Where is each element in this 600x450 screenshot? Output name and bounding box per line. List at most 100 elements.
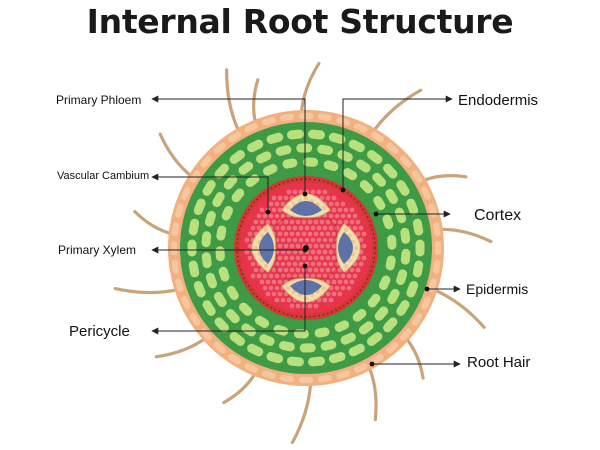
cortex-cell — [406, 280, 419, 298]
xylem-cell — [322, 249, 328, 255]
xylem-cell — [274, 225, 280, 231]
cortex-cell — [201, 231, 212, 248]
cambium-cell — [285, 285, 291, 291]
cortex-cell — [286, 129, 304, 140]
cortex-cell — [256, 151, 272, 164]
xylem-cell — [328, 225, 334, 231]
xylem-cell — [349, 279, 355, 285]
label-epidermis: Epidermis — [466, 281, 529, 297]
xylem-cell — [307, 267, 313, 273]
epidermis-cell — [170, 241, 178, 255]
xylem-cell — [271, 267, 277, 273]
epidermis-cell — [370, 131, 384, 143]
epidermis-cell — [386, 341, 399, 354]
vascular-bundle — [335, 223, 361, 273]
xylem-cell — [322, 213, 328, 219]
xylem-cell — [319, 255, 325, 261]
cortex-cell — [273, 324, 289, 336]
cortex-cell — [214, 317, 229, 333]
xylem-cell — [325, 291, 331, 297]
cortex-cell — [367, 293, 381, 308]
xylem-cell — [277, 207, 283, 213]
xylem-cell — [328, 261, 334, 267]
epidermis-cell — [244, 123, 258, 133]
xylem-cell — [340, 201, 346, 207]
xylem-cell — [295, 267, 301, 273]
xylem-cell — [310, 273, 316, 279]
xylem-cell — [259, 207, 265, 213]
xylem-cell — [289, 219, 295, 225]
xylem-cell — [280, 273, 286, 279]
xylem-cell — [325, 195, 331, 201]
epidermis-cell — [189, 312, 201, 326]
cortex-cell — [238, 302, 253, 316]
cortex-cell — [193, 198, 206, 216]
xylem-cell — [358, 225, 364, 231]
xylem-cell — [319, 231, 325, 237]
xylem-cell — [313, 267, 319, 273]
xylem-cell — [301, 231, 307, 237]
xylem-cell — [280, 261, 286, 267]
cortex-cell — [259, 334, 275, 346]
xylem-cell — [358, 237, 364, 243]
xylem-cell — [289, 267, 295, 273]
xylem-cell — [250, 225, 256, 231]
root-hair — [113, 286, 181, 295]
xylem-cell — [316, 237, 322, 243]
xylem-cell — [334, 225, 340, 231]
cortex-cell — [221, 205, 234, 221]
root-hair — [367, 364, 378, 422]
xylem-cell — [274, 285, 280, 291]
xylem-cell — [277, 279, 283, 285]
cortex-cell — [188, 218, 200, 236]
cortex-cell — [358, 321, 374, 335]
xylem-cell — [331, 243, 337, 249]
xylem-cell — [331, 255, 337, 261]
xylem-cell — [274, 261, 280, 267]
xylem-cell — [274, 201, 280, 207]
xylem-cell — [298, 261, 304, 267]
leader-pericycle — [151, 266, 306, 335]
xylem-cell — [280, 249, 286, 255]
xylem-cell — [322, 237, 328, 243]
leader-lines — [151, 95, 461, 368]
xylem-cell — [250, 273, 256, 279]
cortex-cell — [247, 139, 264, 153]
cortex-cell — [299, 343, 316, 353]
label-pericycle: Pericycle — [69, 323, 130, 340]
xylem-cell — [331, 291, 337, 297]
xylem-cell — [244, 249, 250, 255]
epidermis-cell — [386, 142, 399, 155]
xylem-cell — [328, 297, 334, 303]
xylem-cell — [268, 201, 274, 207]
xylem-cell — [313, 231, 319, 237]
cortex-cell — [320, 340, 337, 351]
epidermis-cell — [411, 170, 423, 184]
xylem-cell — [277, 195, 283, 201]
epidermis-cell — [432, 259, 441, 274]
xylem-cell — [319, 243, 325, 249]
cortex-cell — [218, 266, 230, 282]
epidermis-cell — [175, 203, 184, 218]
epidermis-cell — [317, 374, 332, 383]
xylem-cell — [286, 297, 292, 303]
xylem-cell — [292, 225, 298, 231]
epidermis-cell — [432, 222, 441, 237]
xylem-cell — [334, 285, 340, 291]
leader-vascular-cambium-dot — [265, 209, 271, 215]
leader-primary-xylem-dot — [302, 247, 308, 253]
epidermis-cell — [213, 341, 226, 354]
leader-pericycle-dot — [302, 263, 308, 269]
leader-vascular-cambium — [151, 173, 269, 212]
leader-cortex-dot — [373, 211, 379, 217]
xylem-cell — [328, 213, 334, 219]
xylem-cell — [328, 273, 334, 279]
xylem-cell — [352, 225, 358, 231]
xylem-cell — [286, 225, 292, 231]
xylem-cell — [256, 213, 262, 219]
xylem-cell — [325, 267, 331, 273]
epidermis-cell — [171, 222, 180, 237]
xylem-cell — [280, 297, 286, 303]
xylem-cell — [316, 273, 322, 279]
xylem-cell — [253, 219, 259, 225]
